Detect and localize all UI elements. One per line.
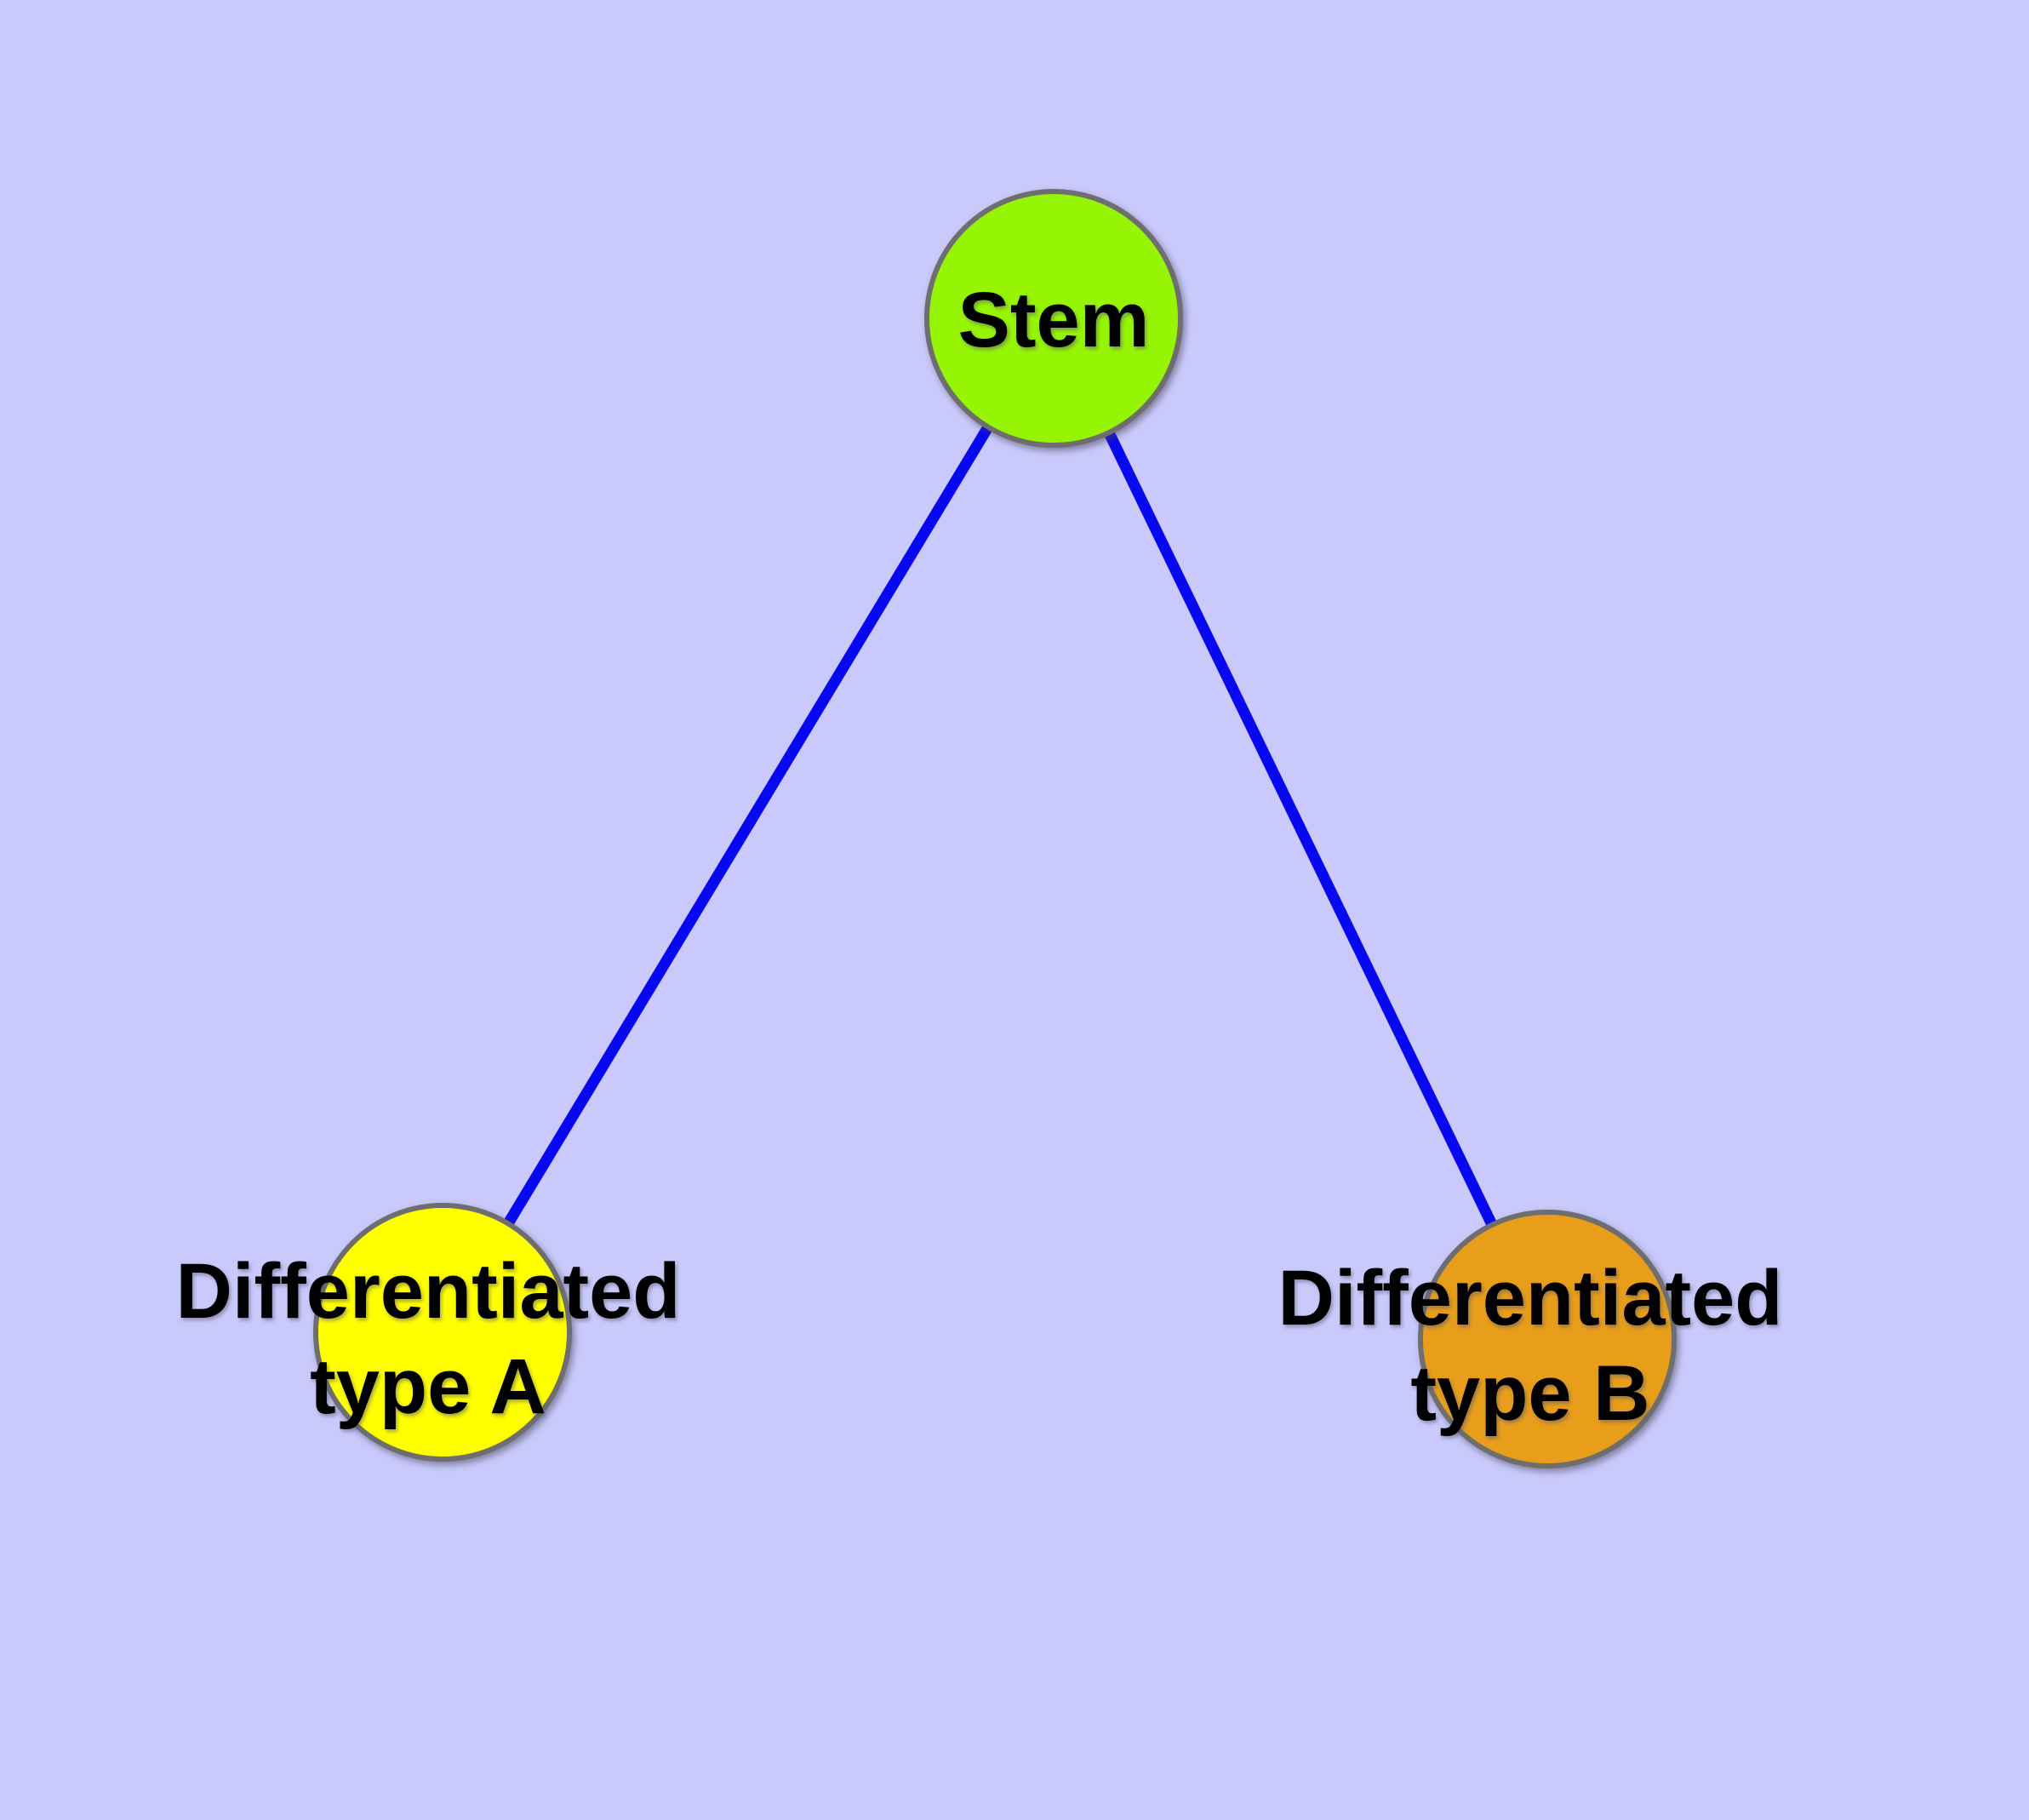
node-differentiated-type-a (313, 1203, 572, 1462)
node-type-b-label-line1: Differentiated (1278, 1255, 1783, 1342)
node-type-a-label-line2: type A (310, 1343, 546, 1430)
node-type-b-label-line2: type B (1410, 1350, 1649, 1437)
node-stem-label: Stem (958, 277, 1150, 363)
node-differentiated-type-b (1418, 1210, 1677, 1468)
node-stem (924, 189, 1183, 448)
edge-stem-to-type-a (437, 315, 1059, 1336)
node-type-a-label-line1: Differentiated (176, 1248, 681, 1335)
edge-stem-to-type-b (1049, 316, 1552, 1342)
